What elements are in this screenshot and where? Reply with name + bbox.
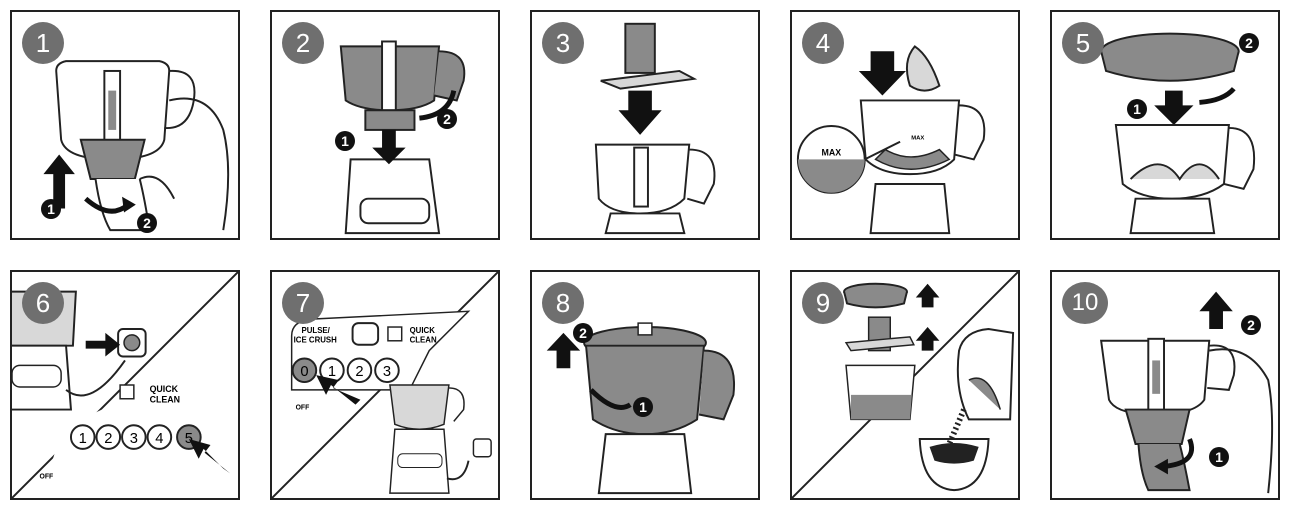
step-5-illustration [1100, 32, 1256, 235]
callout-1: 1 [41, 199, 61, 219]
callout-2: 2 [1241, 315, 1261, 335]
step-number-badge: 10 [1062, 282, 1108, 324]
quick-clean-label-line2: CLEAN [410, 336, 437, 345]
step-9-illustration [792, 272, 1018, 498]
quick-clean-label-line1: QUICK [150, 384, 179, 394]
callout-2: 2 [1239, 33, 1259, 53]
step-7-panel: PULSE/ ICE CRUSH QUICK CLEAN 0 1 2 3 OFF… [270, 270, 500, 500]
quick-clean-label-line2: CLEAN [150, 395, 180, 405]
speed-button-label: 2 [104, 431, 112, 447]
step-number-badge: 7 [282, 282, 324, 324]
pulse-label-line1: PULSE/ [301, 326, 330, 335]
speed-button-label: 1 [79, 431, 87, 447]
step-10-illustration [1100, 291, 1274, 494]
speed-button-label: 3 [130, 431, 138, 447]
callout-2: 2 [437, 109, 457, 129]
off-label: OFF [296, 405, 310, 412]
speed-button-label: 3 [383, 364, 391, 380]
max-label: MAX [821, 147, 841, 157]
step-number-badge: 1 [22, 22, 64, 64]
quick-clean-label-line1: QUICK [410, 326, 436, 335]
callout-label: 1 [639, 399, 647, 415]
callout-1: 1 [335, 131, 355, 151]
speed-buttons: 1 2 3 4 5 [69, 424, 202, 450]
callout-label: 1 [47, 201, 55, 217]
step-7-illustration: PULSE/ ICE CRUSH QUICK CLEAN 0 1 2 3 OFF [272, 272, 498, 498]
step-number-badge: 2 [282, 22, 324, 64]
callout-2: 2 [137, 213, 157, 233]
step-4-illustration: MAX MAX [796, 45, 986, 235]
callout-label: 2 [443, 111, 451, 127]
step-1-illustration [43, 60, 230, 232]
step-number-badge: 9 [802, 282, 844, 324]
speed-button-label: 5 [185, 431, 193, 447]
callout-2: 2 [573, 323, 593, 343]
step-number-badge: 6 [22, 282, 64, 324]
callout-1: 1 [633, 397, 653, 417]
step-1-panel: 1 1 2 [10, 10, 240, 240]
callout-label: 2 [143, 215, 151, 231]
callout-label: 1 [1133, 101, 1141, 117]
callout-1: 1 [1127, 99, 1147, 119]
step-8-panel: 8 2 1 [530, 270, 760, 500]
callout-label: 2 [579, 325, 587, 341]
step-4-panel: MAX MAX 4 [790, 10, 1020, 240]
step-number-badge: 5 [1062, 22, 1104, 64]
step-9-panel: 9 [790, 270, 1020, 500]
step-8-illustration [546, 322, 736, 495]
step-number-badge: 8 [542, 282, 584, 324]
step-2-panel: 2 1 2 [270, 10, 500, 240]
callout-label: 1 [1215, 449, 1223, 465]
step-number-badge: 3 [542, 22, 584, 64]
bowl-max-label: MAX [911, 136, 924, 142]
callout-label: 2 [1245, 35, 1253, 51]
speed-button-label: 1 [328, 364, 336, 380]
step-10-panel: 10 2 1 [1050, 270, 1280, 500]
speed-button-label: 4 [155, 431, 163, 447]
step-6-panel: QUICK CLEAN 1 2 3 4 5 OFF 6 [10, 270, 240, 500]
pulse-label-line2: ICE CRUSH [294, 336, 338, 345]
step-number-badge: 4 [802, 22, 844, 64]
step-2-illustration [339, 40, 466, 235]
speed-button-label: 2 [355, 364, 363, 380]
step-3-panel: 3 [530, 10, 760, 240]
callout-label: 1 [341, 133, 349, 149]
speed-button-label: 0 [300, 364, 308, 380]
step-3-illustration [594, 22, 716, 235]
step-5-panel: 5 1 2 [1050, 10, 1280, 240]
callout-label: 2 [1247, 317, 1255, 333]
off-label: OFF [40, 473, 54, 480]
callout-1: 1 [1209, 447, 1229, 467]
